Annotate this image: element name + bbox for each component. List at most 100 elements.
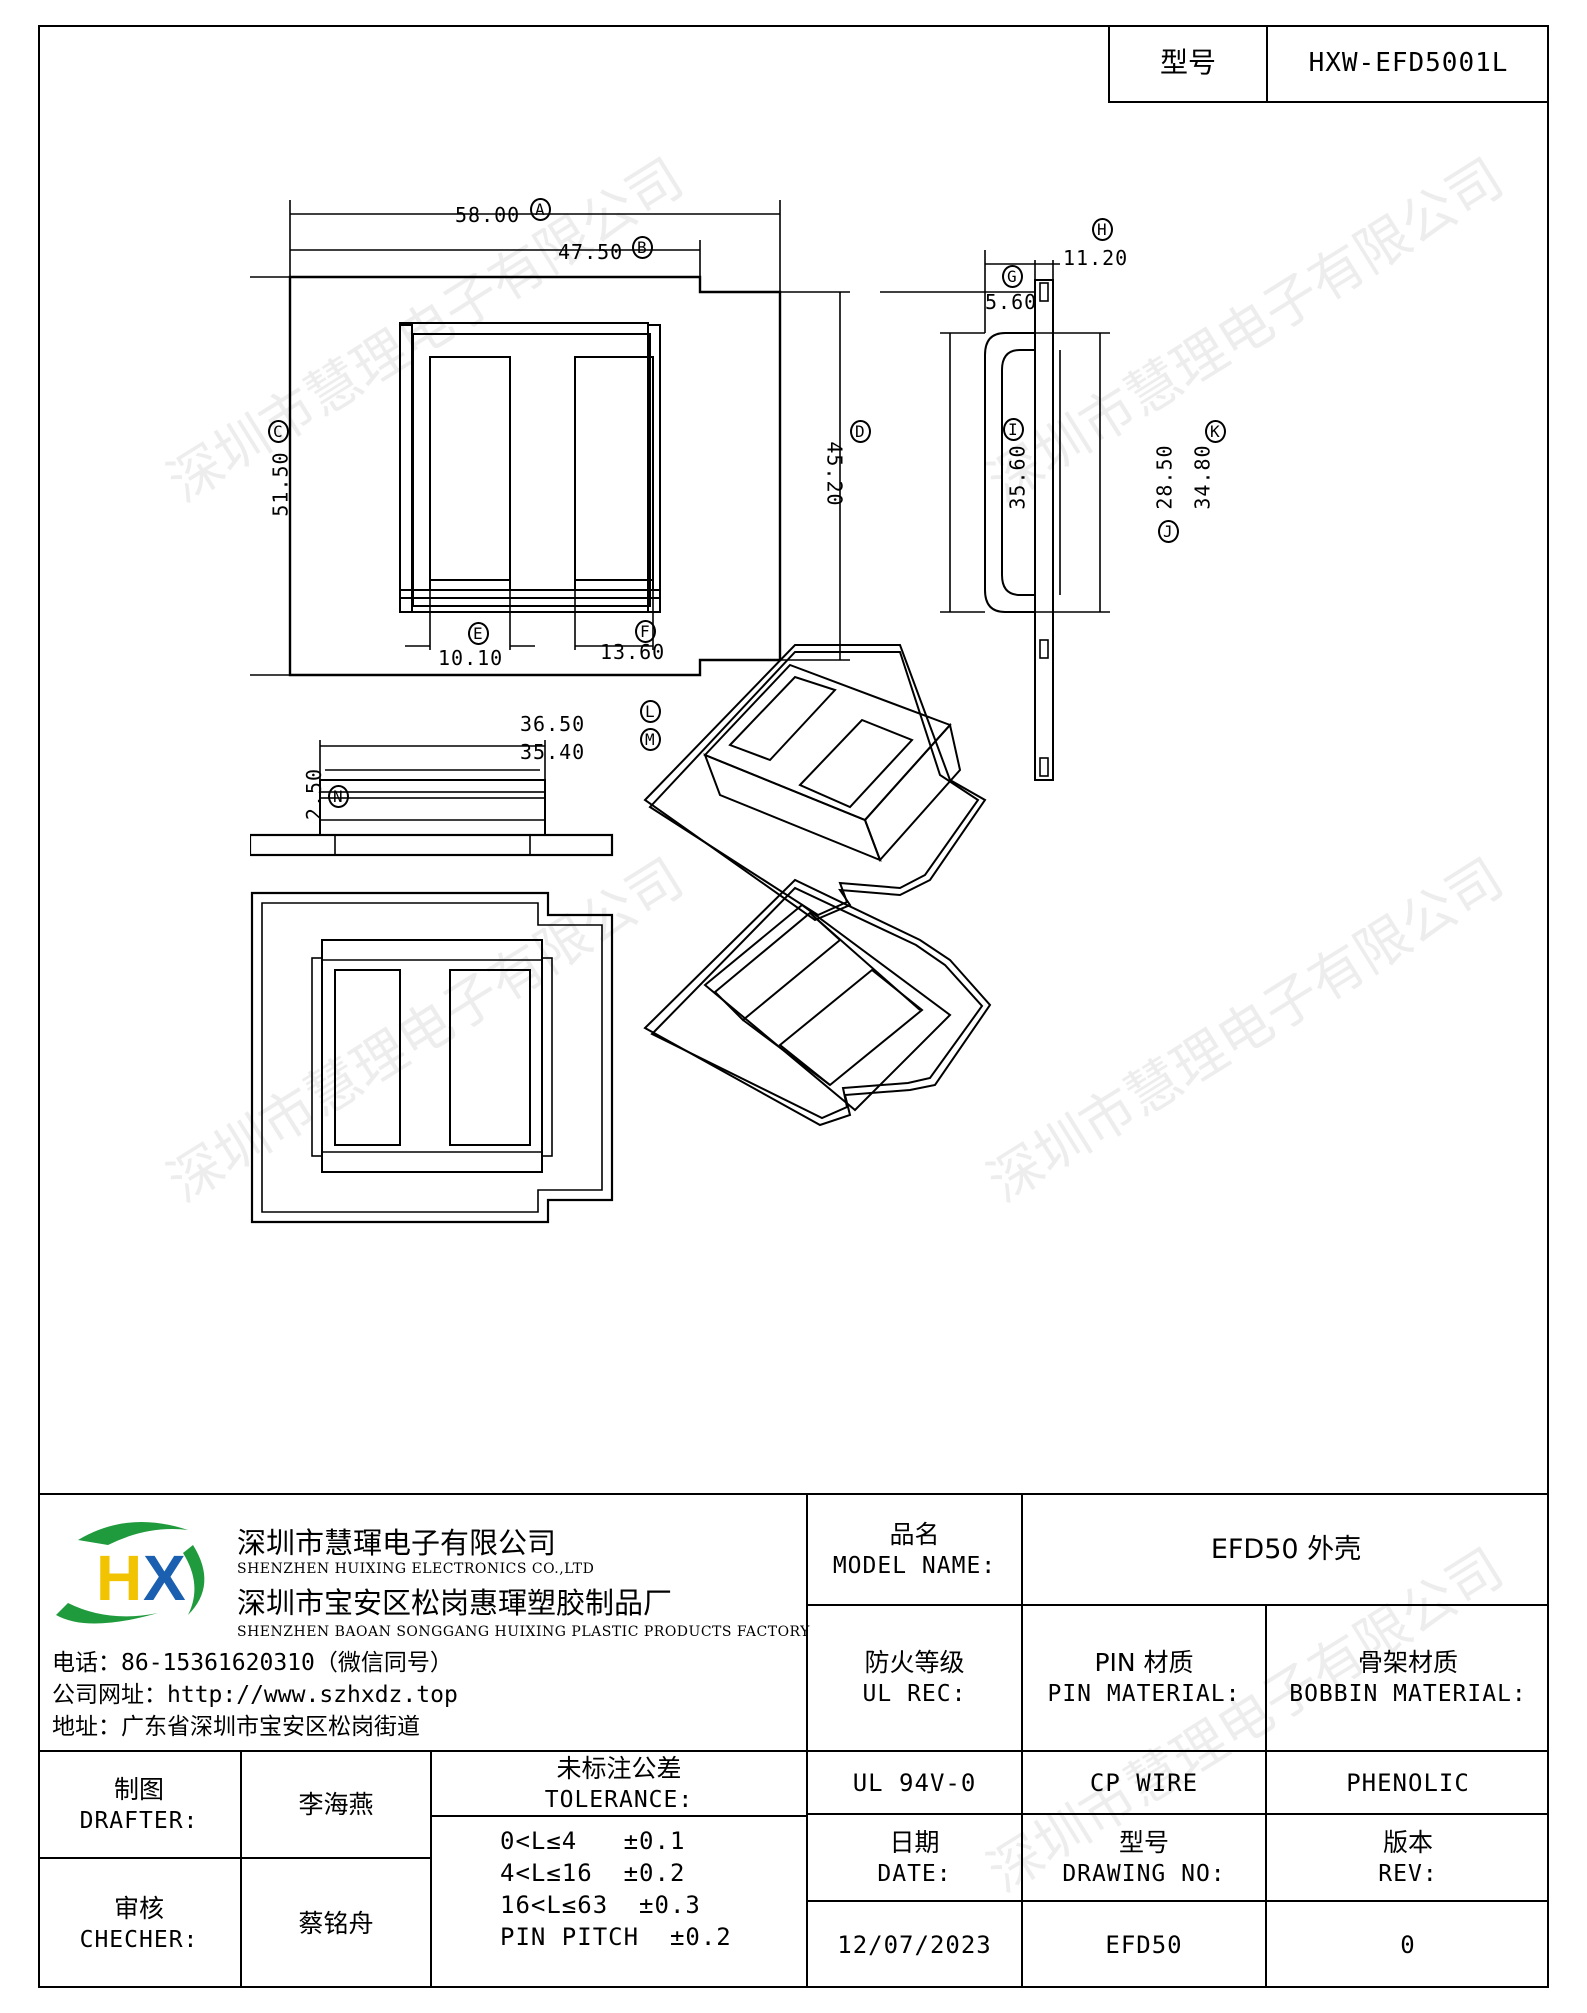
logo-x: X xyxy=(143,1542,186,1614)
checker-en: CHECHER: xyxy=(79,1926,199,1953)
contact-address-label: 地址： xyxy=(52,1714,121,1740)
drawing-no-en: DRAWING NO: xyxy=(1062,1860,1226,1887)
drafter-cn: 制图 xyxy=(113,1774,164,1804)
model-name-value: EFD50 外壳 xyxy=(1210,1533,1362,1565)
tolerance-label: 未标注公差 TOLERANCE: xyxy=(432,1752,806,1815)
dim-a-mark: A xyxy=(530,198,551,221)
date-en: DATE: xyxy=(877,1860,952,1887)
dim-k-mark: K xyxy=(1205,420,1226,443)
front-view xyxy=(250,779,614,857)
header-model-box: 型号 HXW-EFD5001L xyxy=(1108,25,1549,103)
contact-address: 地址：广东省深圳市宝安区松岗街道 xyxy=(52,1712,420,1743)
grid-line xyxy=(240,1750,242,1988)
drawing-frame xyxy=(38,25,1549,1988)
dim-j-value: 28.50 xyxy=(1152,444,1177,510)
tolerance-line: PIN PITCH ±0.2 xyxy=(500,1923,732,1951)
tolerance-line: 16<L≤63 ±0.3 xyxy=(500,1891,701,1919)
model-name-label: 品名 MODEL NAME: xyxy=(808,1495,1021,1604)
pin-material-label: PIN 材质 PIN MATERIAL: xyxy=(1023,1606,1265,1750)
drawing-no-label: 型号 DRAWING NO: xyxy=(1023,1815,1265,1900)
header-model-label: 型号 xyxy=(1110,25,1268,101)
dim-l-mark: L xyxy=(640,700,661,723)
top-view xyxy=(288,275,782,677)
contact-web-value[interactable]: http://www.szhxdz.top xyxy=(167,1682,458,1708)
factory-name-en: SHENZHEN BAOAN SONGGANG HUIXING PLASTIC … xyxy=(237,1624,810,1640)
rev-cn: 版本 xyxy=(1382,1827,1433,1857)
checker-value: 蔡铭舟 xyxy=(298,1908,374,1938)
dim-a-value: 58.00 xyxy=(455,203,521,227)
grid-line xyxy=(1265,1604,1267,1988)
pin-material-en: PIN MATERIAL: xyxy=(1047,1681,1241,1707)
model-name-en: MODEL NAME: xyxy=(832,1552,997,1579)
grid-line xyxy=(430,1815,806,1817)
bobbin-material-en: BOBBIN MATERIAL: xyxy=(1289,1681,1527,1707)
drafter-label: 制图 DRAFTER: xyxy=(38,1752,240,1857)
tolerance-values: 0<L≤4 ±0.1 4<L≤16 ±0.2 16<L≤63 ±0.3 PIN … xyxy=(500,1825,732,1953)
pin-material-value: CP WIRE xyxy=(1089,1768,1199,1797)
dim-g-mark: G xyxy=(1002,265,1023,288)
checker-label: 审核 CHECHER: xyxy=(38,1859,240,1988)
dim-e-value: 10.10 xyxy=(438,646,504,670)
grid-line xyxy=(38,1750,1549,1752)
bobbin-material-value: PHENOLIC xyxy=(1346,1768,1470,1797)
dim-b-value: 47.50 xyxy=(558,240,624,264)
grid-line xyxy=(38,1857,430,1859)
logo-h: H xyxy=(96,1542,142,1614)
checker-cn: 审核 xyxy=(113,1893,164,1923)
header-model-value: HXW-EFD5001L xyxy=(1308,48,1509,78)
dim-m-value: 35.40 xyxy=(520,740,586,764)
grid-line xyxy=(806,1604,1549,1606)
rev-label: 版本 REV: xyxy=(1267,1815,1549,1900)
drafter-en: DRAFTER: xyxy=(79,1807,199,1834)
tolerance-cn: 未标注公差 xyxy=(556,1753,682,1783)
dim-f-mark: F xyxy=(635,620,656,643)
bottom-view xyxy=(250,891,614,1224)
grid-line xyxy=(430,1750,432,1988)
dim-c-value: 51.50 xyxy=(268,451,293,517)
company-logo: H X xyxy=(56,1522,205,1624)
drawing-no-cn: 型号 xyxy=(1118,1827,1169,1857)
dim-h-value: 11.20 xyxy=(1063,246,1129,270)
bobbin-material-label: 骨架材质 BOBBIN MATERIAL: xyxy=(1267,1606,1549,1750)
dim-d-value: 45.20 xyxy=(822,441,847,507)
date-label: 日期 DATE: xyxy=(808,1815,1021,1900)
dim-d-mark: D xyxy=(850,420,871,443)
grid-line xyxy=(806,1900,1549,1902)
contact-phone: 电话：86-15361620310（微信同号） xyxy=(52,1648,453,1679)
dim-j-mark: J xyxy=(1158,520,1179,543)
technical-drawing xyxy=(250,200,1110,1224)
drafter-value: 李海燕 xyxy=(298,1789,374,1819)
side-view xyxy=(984,279,1054,781)
contact-address-value: 广东省深圳市宝安区松岗街道 xyxy=(121,1714,420,1740)
dim-i-value: 35.60 xyxy=(1005,444,1030,510)
date-value: 12/07/2023 xyxy=(837,1931,992,1959)
dim-g-value: 5.60 xyxy=(985,290,1038,314)
fire-rating-cn: 防火等级 xyxy=(864,1648,965,1677)
iso-view-top xyxy=(643,644,987,922)
tolerance-line: 4<L≤16 ±0.2 xyxy=(500,1859,686,1887)
dim-c-mark: C xyxy=(268,420,289,443)
dim-n-mark: N xyxy=(328,785,349,808)
rev-en: REV: xyxy=(1378,1860,1438,1887)
dim-f-value: 13.60 xyxy=(600,640,666,664)
company-name-en: SHENZHEN HUIXING ELECTRONICS CO.,LTD xyxy=(237,1561,595,1577)
grid-line xyxy=(806,1813,1549,1815)
grid-line xyxy=(806,1493,808,1988)
title-block-top-line xyxy=(38,1493,1549,1495)
company-name-cn: 深圳市慧琿电子有限公司 xyxy=(237,1526,557,1560)
date-cn: 日期 xyxy=(889,1827,940,1857)
grid-line xyxy=(1021,1493,1023,1988)
fire-rating-value: UL 94V-0 xyxy=(852,1768,977,1797)
iso-view-bottom xyxy=(643,878,992,1127)
bobbin-material-cn: 骨架材质 xyxy=(1357,1648,1458,1677)
dim-i-mark: I xyxy=(1003,418,1024,441)
contact-phone-label: 电话： xyxy=(52,1650,121,1676)
dim-e-mark: E xyxy=(468,622,489,645)
dim-k-value: 34.80 xyxy=(1190,444,1215,510)
dim-n-value: 2.50 xyxy=(302,767,327,821)
contact-web: 公司网址：http://www.szhxdz.top xyxy=(52,1680,458,1711)
tolerance-en: TOLERANCE: xyxy=(544,1786,694,1813)
drawing-no-value: EFD50 xyxy=(1105,1931,1183,1959)
rev-value: 0 xyxy=(1400,1931,1416,1959)
contact-phone-value: 86-15361620310（微信同号） xyxy=(121,1650,453,1676)
